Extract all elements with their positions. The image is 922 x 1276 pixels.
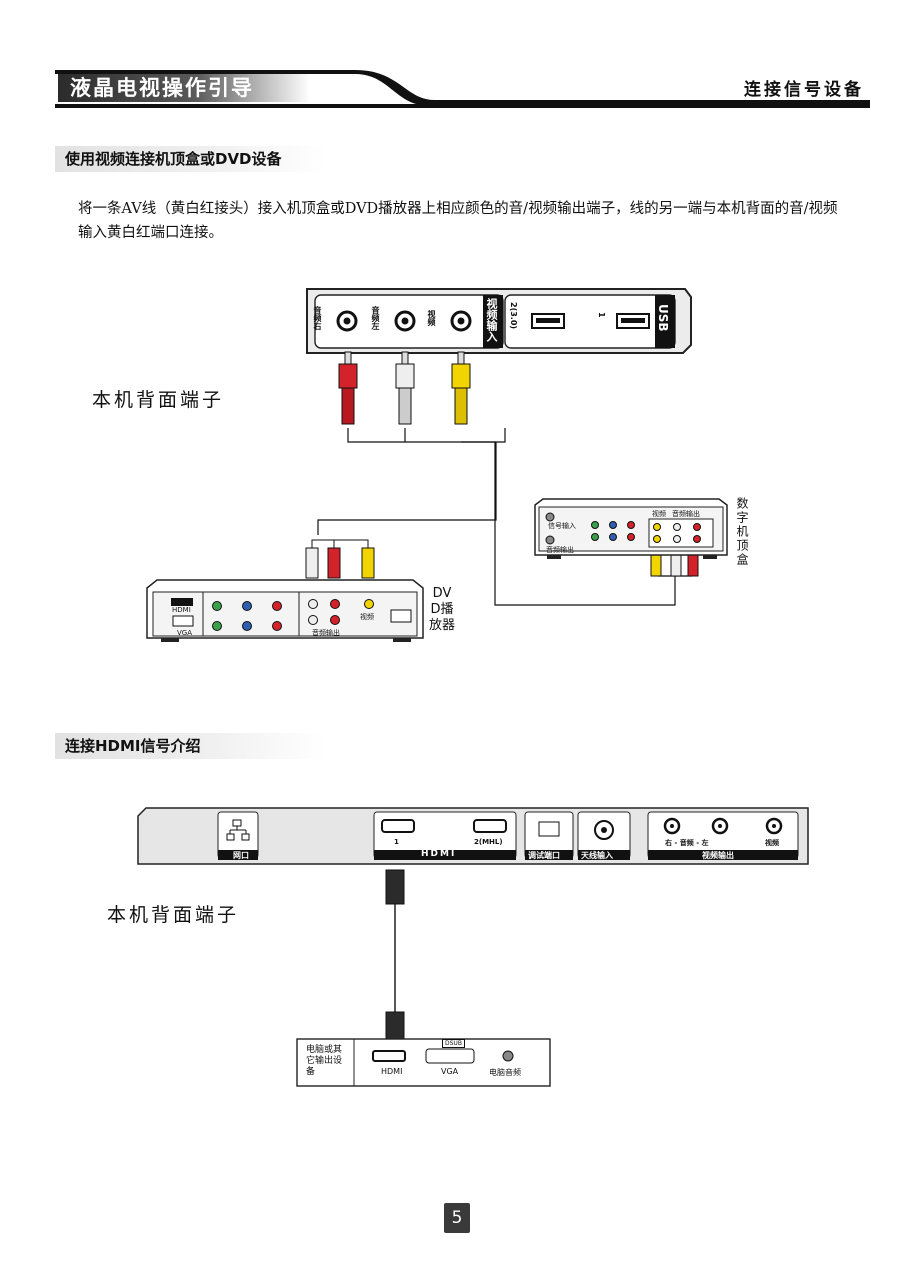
tv-caption: 本机背面端子 xyxy=(92,389,225,411)
antenna-label: 天线输入 xyxy=(581,851,613,860)
white-plug xyxy=(395,351,415,425)
tv-av-panel xyxy=(306,288,692,354)
tv-hdmi-panel xyxy=(137,807,809,865)
pc-port-label: 电脑音频 xyxy=(489,1068,521,1077)
hdmi-cable xyxy=(385,869,405,1045)
dvd-vga-label: VGA xyxy=(177,629,193,637)
stb-label: 音频输出 xyxy=(672,510,700,518)
dsub-label: DSUB xyxy=(442,1039,465,1048)
stb-label: 视频 xyxy=(652,510,666,518)
hdmi-port-label: 2(MHL) xyxy=(474,838,503,846)
pc-port-label: VGA xyxy=(441,1067,459,1076)
section-title: 连接信号设备 xyxy=(744,80,864,100)
stb-label: 音频输出 xyxy=(546,546,574,554)
video-input-label: 视频输入 xyxy=(485,298,498,342)
network-label: 网口 xyxy=(233,851,249,860)
stb-name: 数字机顶盒 xyxy=(735,497,749,567)
subheading-av: 使用视频连接机顶盒或DVD设备 xyxy=(55,146,325,172)
pc-label: 电脑或其它输出设备 xyxy=(306,1045,343,1077)
jack-label: 视频 xyxy=(427,310,436,326)
dvd-name: DVD播放器 xyxy=(428,586,455,633)
dvd-hdmi-label: HDMI xyxy=(172,606,191,614)
av-cabling xyxy=(305,351,699,606)
dvd-video-label: 视频 xyxy=(360,613,374,621)
red-plug xyxy=(338,351,358,425)
page-number: 5 xyxy=(444,1203,470,1233)
instruction-paragraph: 将一条AV线（黄白红接头）接入机顶盒或DVD播放器上相应颜色的音/视频输出端子，… xyxy=(78,201,838,241)
hdmi-logo: HDMI xyxy=(421,849,457,859)
hdmi-port-label: 1 xyxy=(394,838,399,846)
usb-label: USB xyxy=(656,304,670,332)
usb-port-label: 2(3.0) xyxy=(509,302,518,330)
jack-label: 音频左 xyxy=(371,306,380,330)
stb-device xyxy=(534,498,728,559)
pc-device xyxy=(296,1038,551,1087)
dvd-audio-label: 音频输出 xyxy=(312,629,340,637)
av-out-label: 视频输出 xyxy=(702,851,734,860)
header-band xyxy=(55,70,870,108)
tv-caption-2: 本机背面端子 xyxy=(107,904,240,926)
yellow-plug xyxy=(451,351,471,425)
pc-port-label: HDMI xyxy=(381,1067,403,1076)
video-jack-label: 视频 xyxy=(765,839,779,847)
av-jacks-label: 右 - 音频 - 左 xyxy=(665,839,709,847)
usb-port-label: 1 xyxy=(597,312,606,318)
dvd-device xyxy=(146,579,424,642)
subheading-hdmi: 连接HDMI信号介绍 xyxy=(55,733,325,759)
stb-label: 信号输入 xyxy=(548,522,576,530)
debug-label: 调试端口 xyxy=(528,851,560,860)
brand-title: 液晶电视操作引导 xyxy=(58,74,310,102)
jack-label: 音频右 xyxy=(313,306,322,330)
